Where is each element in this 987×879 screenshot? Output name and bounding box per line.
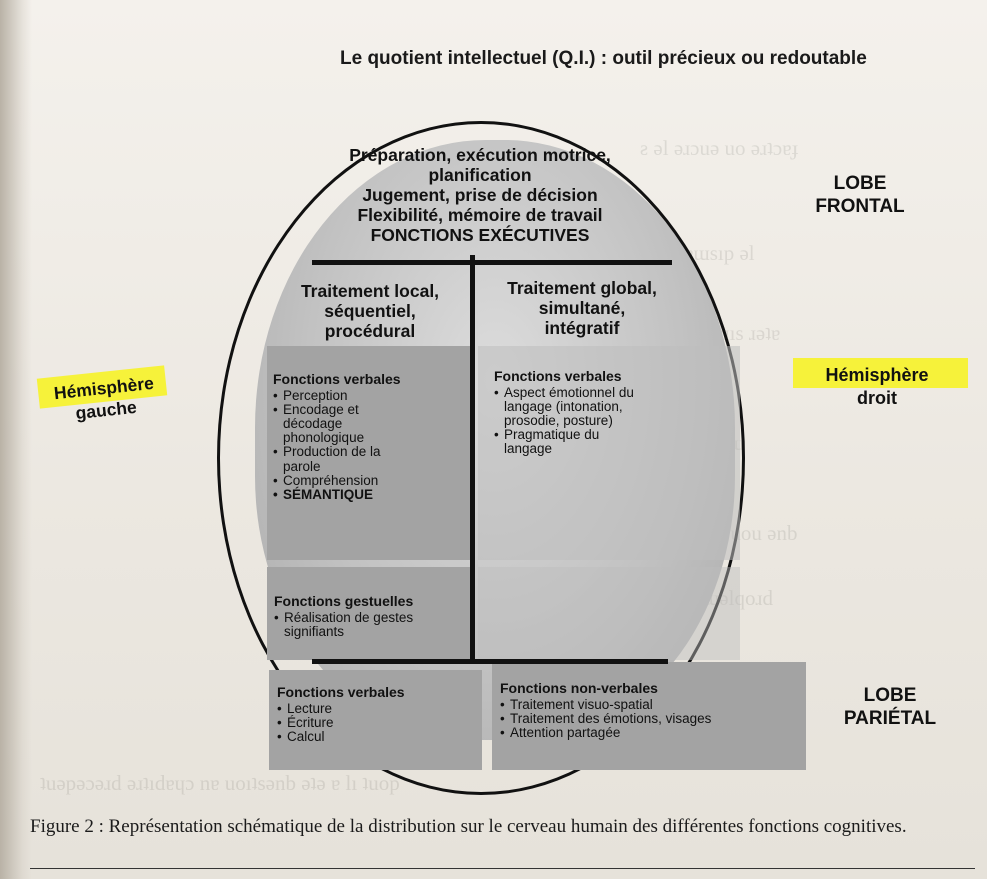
list-item: Encodage et décodage phonologique: [273, 403, 413, 446]
processing-line: procédural: [275, 321, 465, 341]
parietal-right-section: Fonctions non-verbales Traitement visuo-…: [500, 681, 800, 740]
list-item: Attention partagée: [500, 726, 800, 740]
hemisphere-right-label: Hémisphère droit: [797, 364, 957, 410]
gestural-list: Réalisation de gestes signifiants: [274, 611, 469, 639]
hemisphere-label-line: Hémisphère: [797, 364, 957, 387]
verbal-right-section: Fonctions verbales Aspect émotionnel du …: [494, 369, 694, 457]
processing-line: Traitement global,: [487, 278, 677, 298]
section-title: Fonctions gestuelles: [274, 594, 469, 609]
figure-caption: Figure 2 : Représentation schématique de…: [30, 816, 975, 838]
bleed-through-text: ƨ ǝl ǝɹɔuǝ uo ǝɹʇɔɐɟ: [640, 135, 799, 162]
list-item: Écriture: [277, 716, 477, 730]
section-title: Fonctions verbales: [494, 369, 694, 384]
section-title: Fonctions verbales: [277, 685, 477, 700]
hemisphere-label-line: droit: [797, 387, 957, 410]
frontal-divider-line: [312, 260, 672, 265]
lobe-label-line: PARIÉTAL: [830, 707, 950, 730]
caption-rule: [30, 868, 975, 869]
gestural-section: Fonctions gestuelles Réalisation de gest…: [274, 594, 469, 639]
running-header: Le quotient intellectuel (Q.I.) : outil …: [340, 48, 867, 70]
list-item: SÉMANTIQUE: [273, 488, 468, 502]
processing-right-text: Traitement global, simultané, intégratif: [487, 278, 677, 338]
lobe-frontal-label: LOBE FRONTAL: [810, 172, 910, 218]
frontal-line: Préparation, exécution motrice,: [300, 145, 660, 165]
hemisphere-divider-line: [470, 255, 475, 663]
verbal-right-list: Aspect émotionnel du langage (intonation…: [494, 386, 694, 457]
frontal-line: Flexibilité, mémoire de travail: [300, 205, 660, 225]
list-item: Réalisation de gestes signifiants: [274, 611, 469, 639]
lobe-parietal-label: LOBE PARIÉTAL: [830, 684, 950, 730]
list-item: Pragmatique du langage: [494, 428, 624, 456]
page-gutter-shadow: [0, 0, 32, 879]
list-item: Production de la parole: [273, 445, 393, 473]
processing-left-text: Traitement local, séquentiel, procédural: [275, 281, 465, 341]
list-item: Traitement des émotions, visages: [500, 712, 800, 726]
frontal-line: Jugement, prise de décision: [300, 185, 660, 205]
bleed-through-text: ʇuǝpǝɔǝɹd ǝɹʇıdɐɥɔ nɐ uoıʇsǝnb ǝʇǝ ɐ lı …: [40, 770, 400, 797]
lobe-label-line: FRONTAL: [810, 195, 910, 218]
parietal-right-list: Traitement visuo-spatial Traitement des …: [500, 698, 800, 741]
list-item: Traitement visuo-spatial: [500, 698, 800, 712]
verbal-left-list: Perception Encodage et décodage phonolog…: [273, 389, 468, 502]
processing-line: simultané,: [487, 298, 677, 318]
parietal-left-list: Lecture Écriture Calcul: [277, 702, 477, 745]
frontal-functions-text: Préparation, exécution motrice, planific…: [300, 145, 660, 245]
frontal-line: FONCTIONS EXÉCUTIVES: [300, 225, 660, 245]
frontal-line: planification: [300, 165, 660, 185]
verbal-left-section: Fonctions verbales Perception Encodage e…: [273, 372, 468, 502]
list-item: Compréhension: [273, 474, 468, 488]
parietal-left-section: Fonctions verbales Lecture Écriture Calc…: [277, 685, 477, 744]
processing-line: Traitement local,: [275, 281, 465, 301]
list-item: Calcul: [277, 730, 477, 744]
list-item: Perception: [273, 389, 468, 403]
list-item: Aspect émotionnel du langage (intonation…: [494, 386, 679, 429]
lobe-label-line: LOBE: [810, 172, 910, 195]
processing-line: séquentiel,: [275, 301, 465, 321]
list-item: Lecture: [277, 702, 477, 716]
gestural-right-box: [478, 567, 740, 660]
section-title: Fonctions non-verbales: [500, 681, 800, 696]
processing-line: intégratif: [487, 318, 677, 338]
lobe-label-line: LOBE: [830, 684, 950, 707]
section-title: Fonctions verbales: [273, 372, 468, 387]
parietal-divider-line: [312, 659, 668, 664]
